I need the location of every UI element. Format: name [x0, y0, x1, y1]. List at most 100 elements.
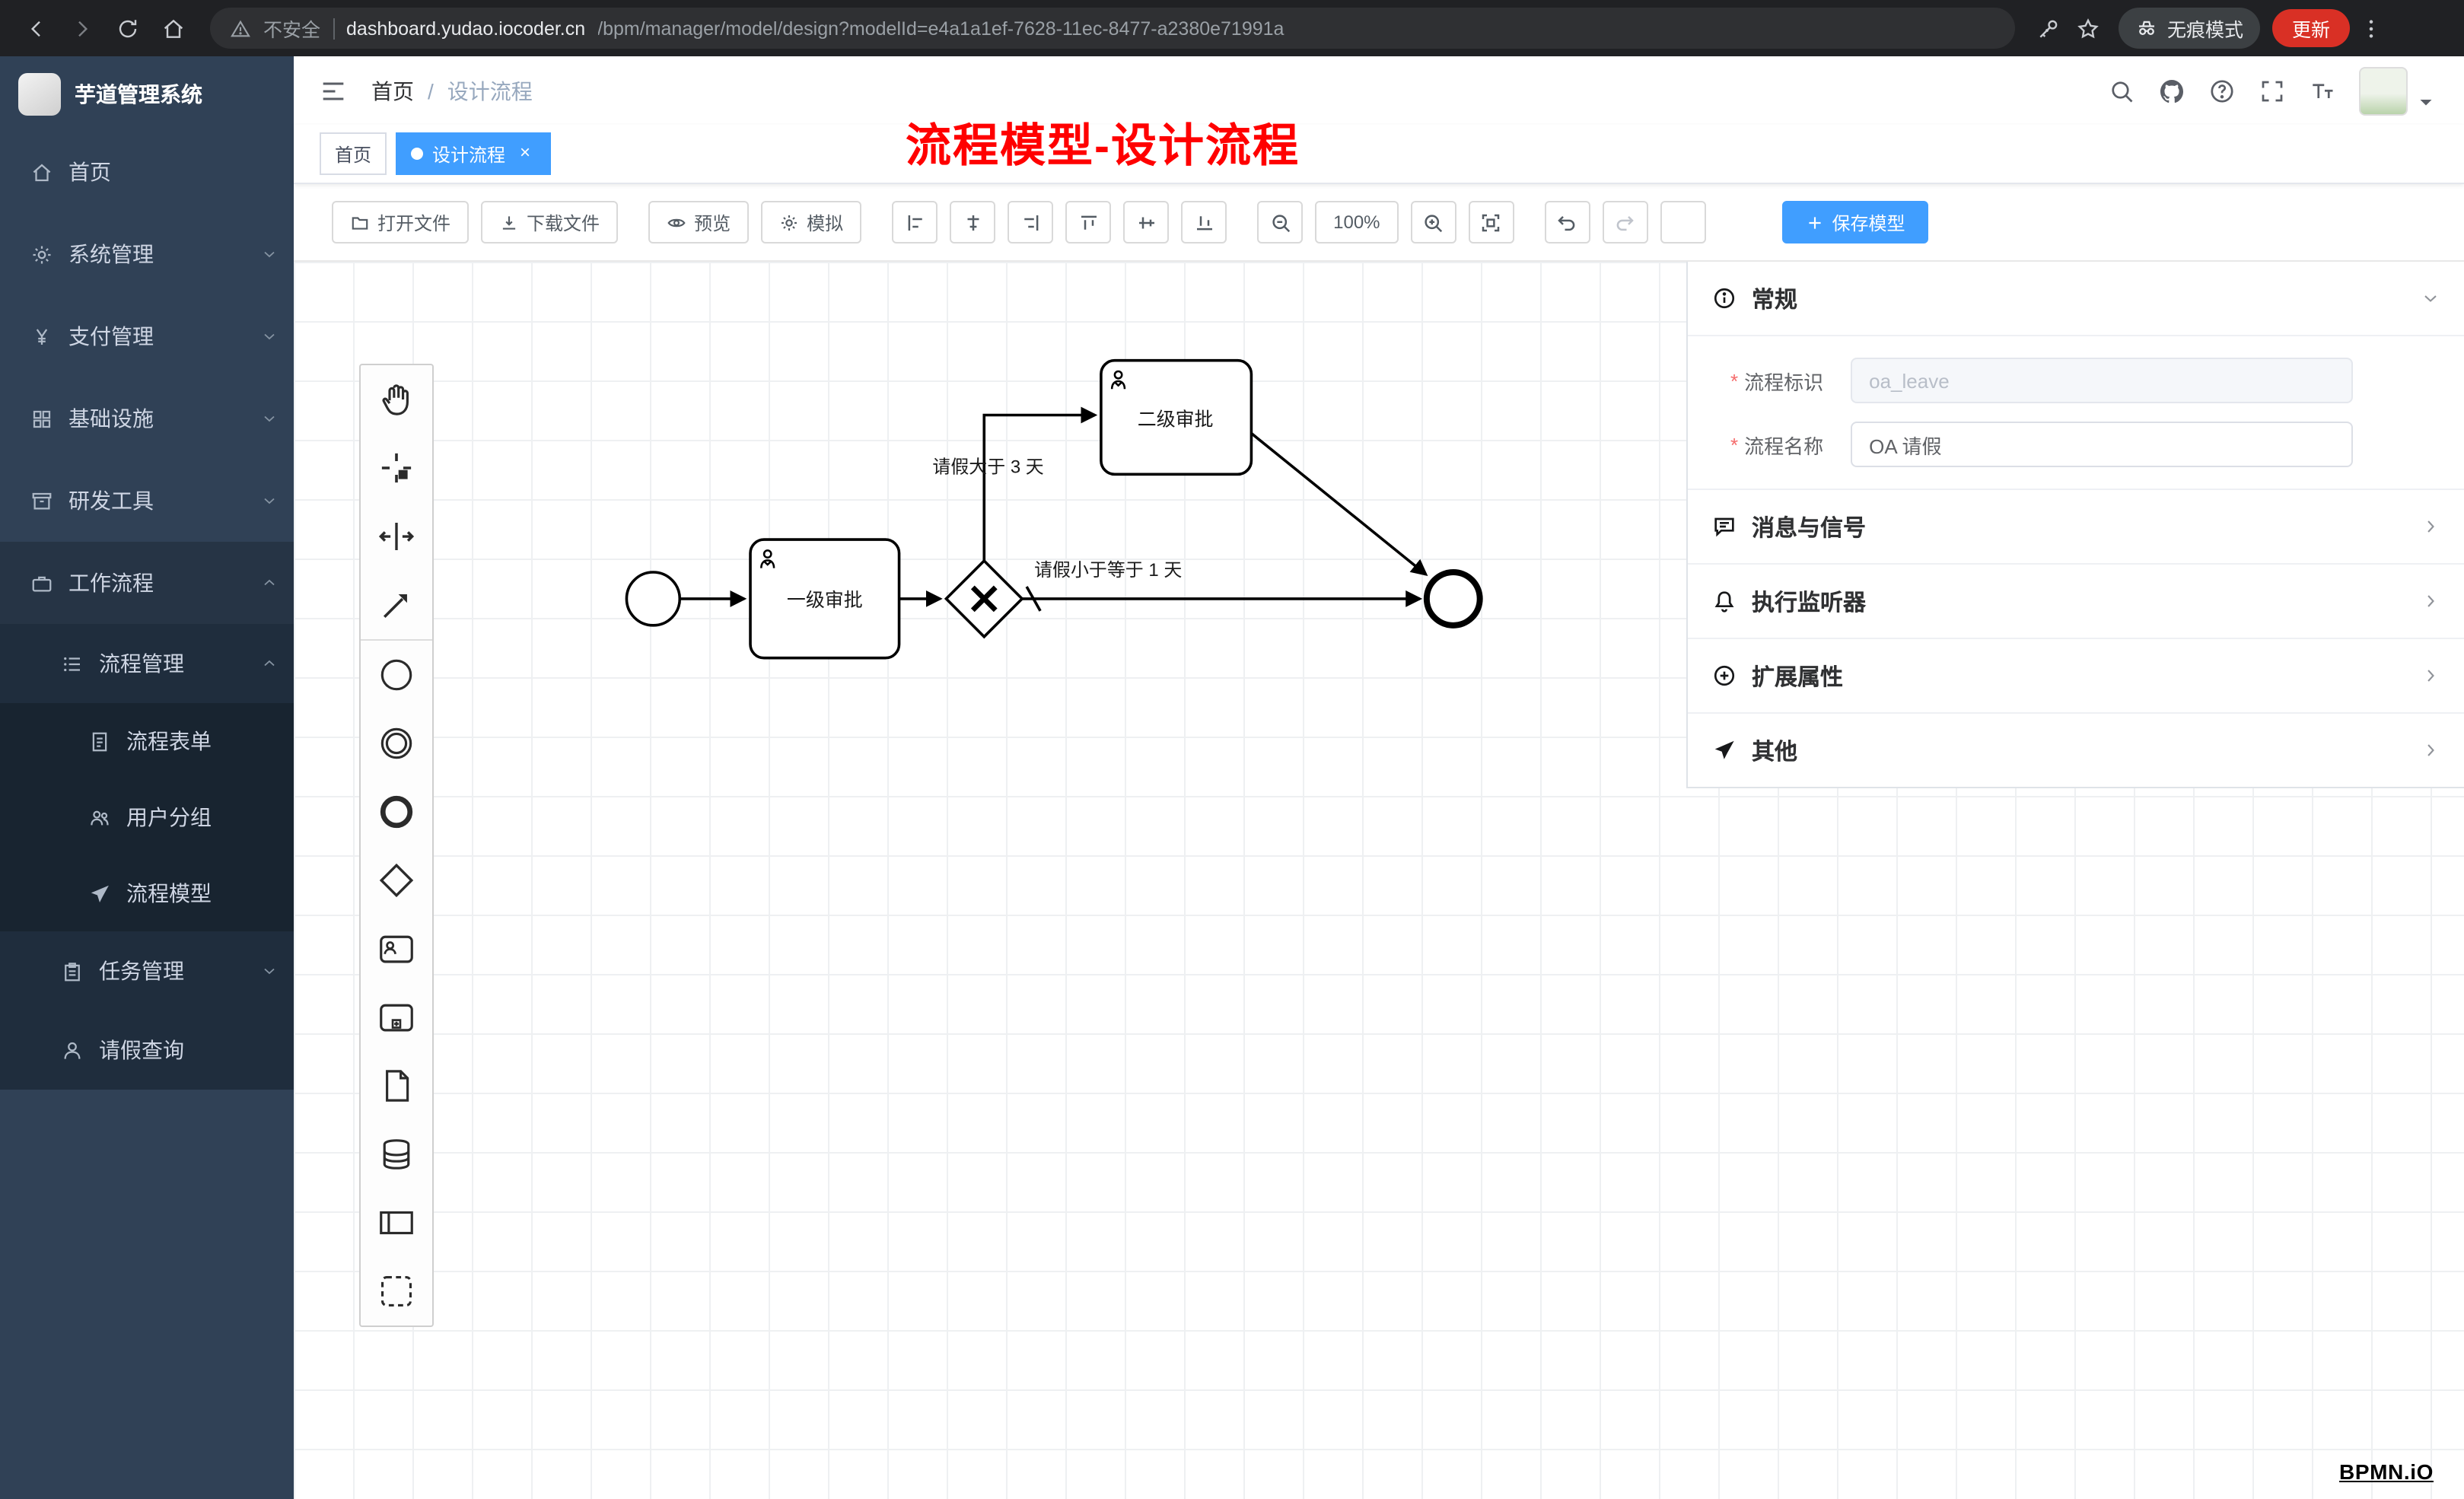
palette-create-participant[interactable]	[361, 1189, 432, 1257]
flow-label-less-equal-1-day[interactable]: 请假小于等于 1 天	[1034, 560, 1182, 581]
task-first-approval[interactable]: 一级审批	[749, 538, 901, 660]
zoom-out-button[interactable]	[1257, 201, 1304, 243]
start-event[interactable]	[625, 571, 682, 627]
process-name-input[interactable]	[1851, 422, 2354, 467]
help-icon[interactable]	[2208, 77, 2236, 104]
flow-task2-to-end[interactable]	[1250, 432, 1428, 577]
hamburger-icon[interactable]	[318, 75, 349, 106]
palette-space-tool[interactable]	[361, 502, 432, 571]
browser-home-button[interactable]	[152, 7, 195, 49]
browser-menu-button[interactable]	[2353, 10, 2389, 46]
tab-design-process[interactable]: 设计流程 ×	[396, 132, 552, 175]
align-bottom-button[interactable]	[1181, 201, 1227, 243]
align-right-button[interactable]	[1008, 201, 1054, 243]
zoom-level-button[interactable]: 100%	[1315, 201, 1399, 243]
preview-button[interactable]: 预览	[648, 201, 750, 243]
palette-create-intermediate-event[interactable]	[361, 709, 432, 778]
browser-update-button[interactable]: 更新	[2272, 9, 2351, 47]
sidebar-item-label: 系统管理	[68, 242, 154, 266]
fullscreen-icon[interactable]	[2259, 77, 2286, 104]
sidebar-item-task-mgmt[interactable]: 任务管理	[0, 931, 294, 1010]
browser-reload-button[interactable]	[107, 7, 149, 49]
palette-global-connect-tool[interactable]	[361, 571, 432, 641]
task-label: 二级审批	[1138, 409, 1214, 430]
font-size-icon[interactable]	[2309, 77, 2336, 104]
github-icon[interactable]	[2158, 77, 2185, 104]
save-model-button[interactable]: 保存模型	[1781, 201, 1928, 243]
flow-gateway-to-task2[interactable]	[982, 406, 1098, 562]
password-key-button[interactable]	[2030, 10, 2067, 46]
align-center-button[interactable]	[950, 201, 996, 243]
tab-close-icon[interactable]: ×	[520, 142, 531, 163]
flow-label-greater-3-days[interactable]: 请假大于 3 天	[932, 457, 1043, 477]
palette-lasso-tool[interactable]	[361, 434, 432, 502]
user-menu[interactable]	[2359, 66, 2440, 115]
restart-button[interactable]	[1660, 201, 1706, 243]
browser-chrome: 不安全 dashboard.yudao.iocoder.cn/bpm/manag…	[0, 0, 2464, 56]
sidebar-item-user-group[interactable]: 用户分组	[0, 779, 294, 855]
panel-section-other[interactable]: 其他	[1688, 712, 2464, 787]
palette-hand-tool[interactable]	[361, 365, 432, 434]
search-icon[interactable]	[2108, 77, 2135, 104]
bpmn-canvas[interactable]: 一级审批 二级审批	[294, 262, 2464, 1499]
default-flow-marker	[1025, 586, 1042, 612]
zoom-reset-button[interactable]	[1468, 201, 1514, 243]
align-middle-button[interactable]	[1123, 201, 1170, 243]
palette-create-user-task[interactable]	[361, 915, 432, 983]
sidebar-item-workflow[interactable]: 工作流程	[0, 542, 294, 624]
palette-create-datastore[interactable]	[361, 1120, 432, 1189]
sidebar-item-dev-tools[interactable]: 研发工具	[0, 460, 294, 542]
download-file-button[interactable]: 下载文件	[481, 201, 619, 243]
browser-forward-button[interactable]	[61, 7, 103, 49]
panel-section-messages-signals[interactable]: 消息与信号	[1688, 490, 2464, 563]
tab-home[interactable]: 首页	[320, 132, 387, 175]
pool-icon	[376, 1202, 417, 1243]
sidebar-item-leave-query[interactable]: 请假查询	[0, 1010, 294, 1090]
breadcrumb-home[interactable]: 首页	[371, 78, 414, 103]
align-top-button[interactable]	[1065, 201, 1112, 243]
document-icon	[88, 730, 111, 753]
palette-create-start-event[interactable]	[361, 641, 432, 709]
panel-section-extended-attributes[interactable]: 扩展属性	[1688, 638, 2464, 712]
bookmark-star-button[interactable]	[2070, 10, 2106, 46]
required-mark: *	[1730, 369, 1739, 392]
palette-create-subprocess[interactable]	[361, 983, 432, 1052]
star-icon	[2076, 16, 2100, 40]
subprocess-icon	[376, 997, 417, 1038]
undo-button[interactable]	[1544, 201, 1590, 243]
open-file-button[interactable]: 打开文件	[332, 201, 470, 243]
sidebar-item-process-form[interactable]: 流程表单	[0, 703, 294, 779]
exclusive-gateway[interactable]	[944, 559, 1024, 639]
palette-create-end-event[interactable]	[361, 778, 432, 846]
task-second-approval[interactable]: 二级审批	[1100, 358, 1253, 476]
end-event[interactable]	[1423, 569, 1483, 629]
palette-create-gateway[interactable]	[361, 846, 432, 915]
sidebar-item-process-model[interactable]: 流程模型	[0, 855, 294, 931]
palette-create-task[interactable]	[361, 1052, 432, 1120]
top-navbar: 首页 / 设计流程	[294, 56, 2464, 125]
sidebar-item-payment-mgmt[interactable]: 支付管理	[0, 295, 294, 377]
sidebar-item-system-mgmt[interactable]: 系统管理	[0, 213, 294, 295]
browser-back-button[interactable]	[15, 7, 58, 49]
panel-section-general[interactable]: 常规	[1688, 262, 2464, 335]
download-icon	[499, 212, 519, 232]
bpmn-io-watermark[interactable]: BPMN.iO	[2339, 1459, 2434, 1484]
panel-section-execution-listeners[interactable]: 执行监听器	[1688, 563, 2464, 638]
simulate-button[interactable]: 模拟	[761, 201, 862, 243]
palette-create-group[interactable]	[361, 1257, 432, 1326]
file-icon	[376, 1065, 417, 1106]
sidebar-item-process-mgmt[interactable]: 流程管理	[0, 624, 294, 703]
align-left-button[interactable]	[892, 201, 938, 243]
redo-button[interactable]	[1602, 201, 1648, 243]
process-key-input[interactable]	[1851, 358, 2354, 403]
button-label: 模拟	[807, 212, 844, 234]
home-icon	[161, 16, 186, 40]
gear-icon	[779, 212, 799, 232]
zoom-in-button[interactable]	[1410, 201, 1456, 243]
undo-icon	[1556, 211, 1579, 234]
sidebar-item-home[interactable]: 首页	[0, 131, 294, 213]
chevron-down-icon	[2420, 288, 2441, 309]
url-bar[interactable]: 不安全 dashboard.yudao.iocoder.cn/bpm/manag…	[210, 8, 2015, 49]
sidebar-item-infrastructure[interactable]: 基础设施	[0, 377, 294, 460]
